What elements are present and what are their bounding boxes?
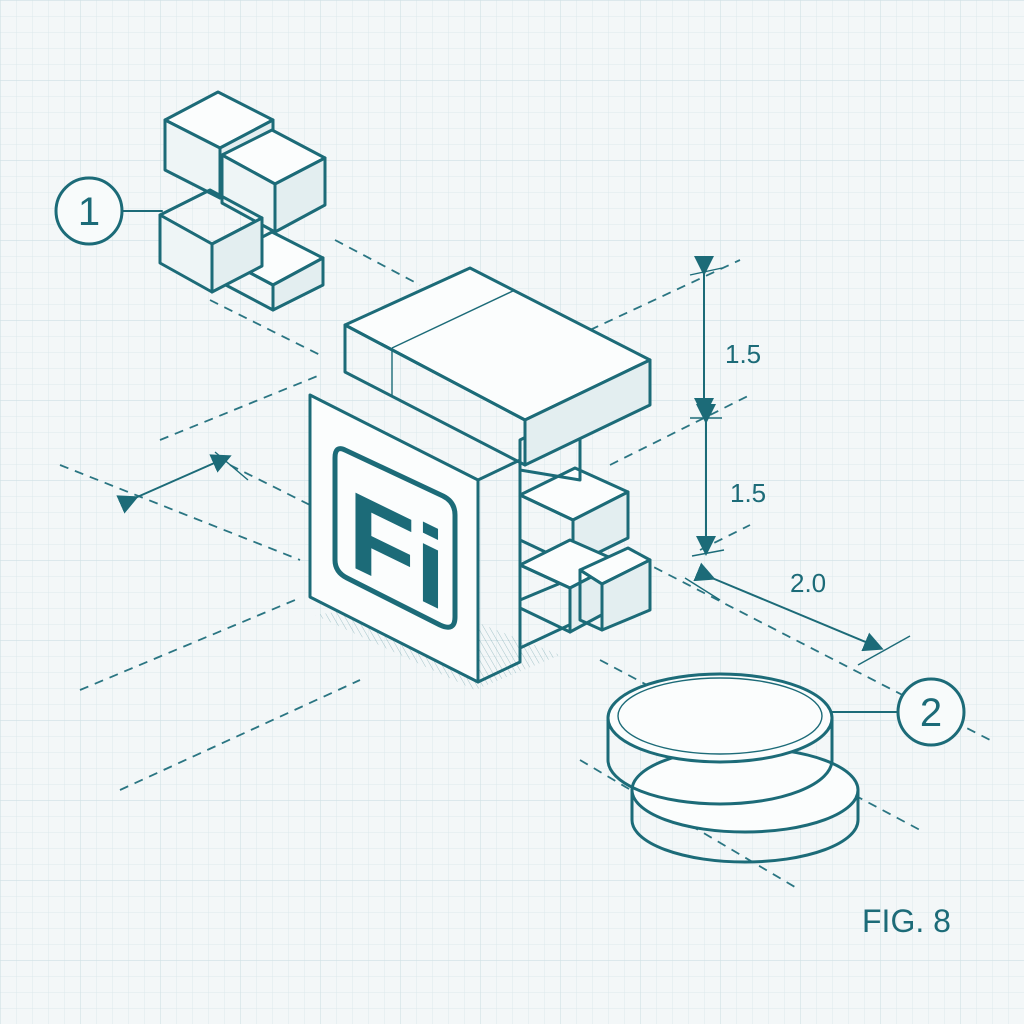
inner-cube	[578, 546, 652, 632]
coin-stack	[606, 672, 860, 864]
callout-2-label: 2	[920, 691, 942, 735]
dimension-left	[116, 451, 249, 514]
figure-label: FIG. 8	[862, 903, 951, 939]
logo-frame	[332, 446, 458, 630]
callout-1-label: 1	[78, 190, 100, 234]
main-block: Fi	[308, 266, 652, 690]
dimension-vertical	[689, 256, 725, 557]
callout-2: 2	[831, 677, 966, 747]
dimension-diagonal	[684, 562, 911, 666]
dimension-label-lower: 1.5	[730, 478, 766, 508]
cube-cluster	[158, 90, 327, 312]
coin	[606, 672, 834, 806]
callout-1: 1	[54, 176, 163, 246]
dimension-label-upper: 1.5	[725, 339, 761, 369]
dimension-label-depth: 2.0	[790, 568, 826, 598]
cube	[158, 188, 264, 294]
